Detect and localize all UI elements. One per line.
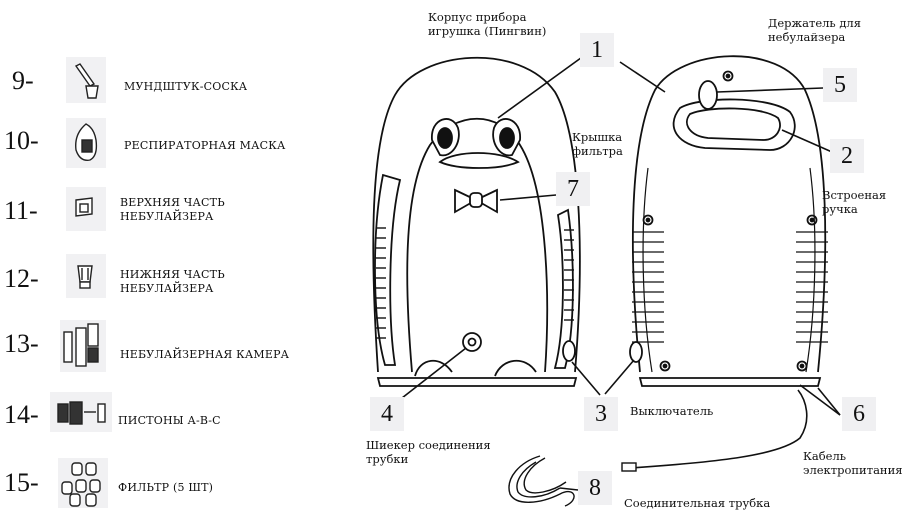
label-handle: Встроеная ручка: [822, 188, 886, 216]
label-tube-connector: Шиекер соединения трубки: [366, 438, 491, 466]
part-label-9: МУНДШТУК-СОСКА: [124, 80, 247, 94]
callout-1: 1: [580, 33, 614, 67]
nebulizer-chamber-icon: [60, 320, 106, 372]
nebulizer-top-icon: [66, 187, 106, 231]
callout-4: 4: [370, 397, 404, 431]
label-tube: Соединительная трубка: [624, 496, 770, 510]
part-number-11: 11-: [4, 198, 38, 224]
mouthpiece-icon: [66, 57, 106, 103]
callout-5: 5: [823, 68, 857, 102]
pistons-icon: [50, 392, 112, 432]
penguin-front-view: [373, 58, 580, 386]
power-cable-drawing: [630, 390, 807, 468]
tube-coil-drawing: [509, 456, 574, 506]
nebulizer-bottom-icon: [66, 254, 106, 298]
part-label-15: ФИЛЬТР (5 ШТ): [118, 481, 213, 495]
label-power-cable: Кабель электропитания: [803, 449, 903, 477]
callout-6: 6: [842, 397, 876, 431]
callout-7: 7: [556, 172, 590, 206]
label-filter-cover: Крышка фильтра: [572, 130, 623, 158]
part-label-14: ПИСТОНЫ А-В-С: [118, 414, 221, 428]
part-label-12: НИЖНЯЯ ЧАСТЬ НЕБУЛАЙЗЕРА: [120, 268, 225, 296]
part-number-9: 9-: [12, 68, 34, 94]
part-number-10: 10-: [4, 128, 39, 154]
callout-8: 8: [578, 471, 612, 505]
penguin-back-view: [630, 56, 828, 386]
label-switch: Выключатель: [630, 404, 713, 418]
part-number-14: 14-: [4, 402, 39, 428]
part-label-11: ВЕРХНЯЯ ЧАСТЬ НЕБУЛАЙЗЕРА: [120, 196, 225, 224]
label-body: Корпус прибора игрушка (Пингвин): [428, 10, 546, 38]
callout-2: 2: [830, 139, 864, 173]
filters-icon: [58, 458, 108, 508]
label-holder: Держатель для небулайзера: [768, 16, 861, 44]
callout-3: 3: [584, 397, 618, 431]
part-label-10: РЕСПИРАТОРНАЯ МАСКА: [124, 139, 285, 153]
plug-icon: [622, 463, 636, 471]
mask-icon: [66, 118, 106, 168]
part-number-12: 12-: [4, 266, 39, 292]
part-label-13: НЕБУЛАЙЗЕРНАЯ КАМЕРА: [120, 348, 289, 362]
part-number-13: 13-: [4, 331, 39, 357]
part-number-15: 15-: [4, 470, 39, 496]
